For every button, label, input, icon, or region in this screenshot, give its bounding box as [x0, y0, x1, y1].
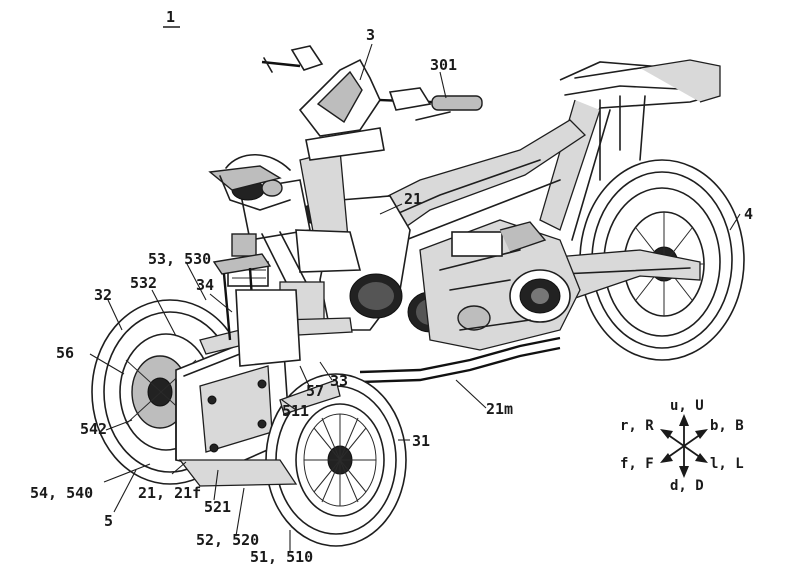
label-532: 532 [130, 274, 157, 292]
label-521: 521 [204, 498, 231, 516]
label-21-21f: 21, 21f [138, 484, 201, 502]
compass-down: d, D [670, 478, 704, 494]
compass-rear: r, R [620, 418, 654, 434]
label-33: 33 [330, 372, 348, 390]
label-542: 542 [80, 420, 107, 438]
label-21: 21 [404, 190, 422, 208]
linkage-arms [199, 253, 353, 367]
left-suspension-housing [175, 341, 291, 471]
label-32: 32 [94, 286, 112, 304]
label-54-540: 54, 540 [30, 484, 93, 502]
exhaust-pipe [359, 336, 561, 384]
label-34: 34 [196, 276, 214, 294]
label-301: 301 [430, 56, 457, 74]
label-21m: 21m [486, 400, 513, 418]
label-53-530: 53, 530 [148, 250, 211, 268]
direction-compass [660, 414, 708, 478]
label-4: 4 [744, 205, 753, 223]
leader-lines [89, 43, 741, 552]
label-3: 3 [366, 26, 375, 44]
compass-left: l, L [710, 456, 744, 472]
label-57: 57 [306, 382, 324, 400]
label-56: 56 [56, 344, 74, 362]
compass-up: u, U [670, 398, 704, 414]
label-51-510: 51, 510 [250, 548, 313, 564]
rear-frame [539, 59, 721, 241]
compass-front: f, F [620, 456, 654, 472]
front-right-wheel [265, 373, 407, 547]
compass-back: b, B [710, 418, 744, 434]
label-511: 511 [282, 402, 309, 420]
label-5: 5 [104, 512, 113, 530]
label-31: 31 [412, 432, 430, 450]
label-52-520: 52, 520 [196, 531, 259, 549]
steering-column [208, 149, 362, 291]
figure-number: 1 [166, 8, 175, 26]
engine [419, 219, 581, 351]
right-arm [178, 379, 341, 487]
